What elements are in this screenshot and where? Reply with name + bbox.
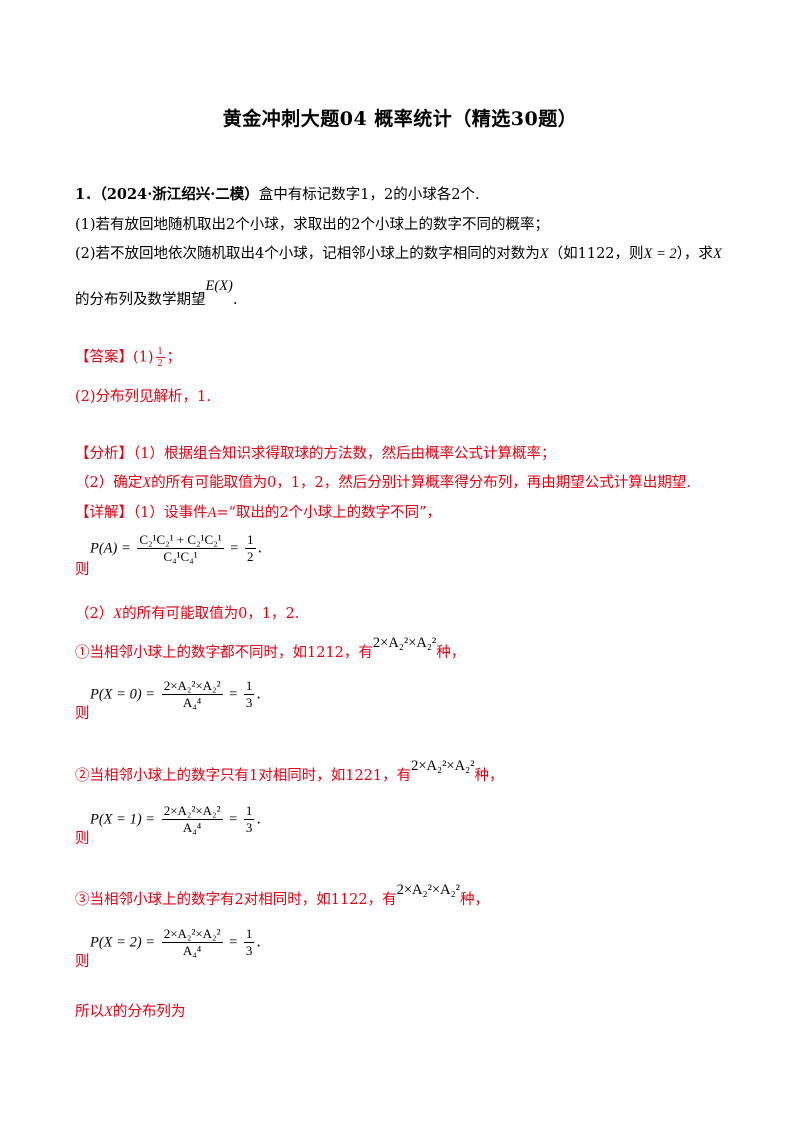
math-var-x: X bbox=[113, 606, 123, 622]
case3-end: 种， bbox=[459, 892, 489, 908]
case2-end: 种， bbox=[474, 768, 504, 784]
case1-end: 种， bbox=[436, 645, 466, 661]
numerator: 2×A₂²×A₂² bbox=[161, 678, 223, 695]
semicolon: ； bbox=[166, 349, 182, 366]
numerator: 1 bbox=[155, 346, 165, 358]
formula-lhs: P(A) = bbox=[90, 540, 131, 557]
math-var-x: X bbox=[104, 1004, 113, 1020]
then-label: 则 bbox=[75, 954, 90, 970]
detail-part2-text: 的所有可能取值为0，1，2. bbox=[122, 606, 300, 622]
formula-lhs: P(X = 1) = bbox=[90, 811, 156, 828]
math-event-a: A bbox=[207, 505, 217, 521]
analysis-line1: 【分析】（1）根据组合知识求得取球的方法数，然后由概率公式计算概率； bbox=[75, 444, 555, 464]
numerator: 1 bbox=[243, 678, 255, 695]
math-expectation: E(X) bbox=[205, 278, 233, 294]
denominator: 3 bbox=[245, 695, 253, 710]
then-label: 则 bbox=[75, 706, 90, 722]
math-var-x: X bbox=[712, 246, 722, 262]
problem-stem-line: 1．（2024·浙江绍兴·二模）盒中有标记数字1，2的小球各2个. bbox=[75, 185, 480, 205]
denominator: 3 bbox=[245, 820, 253, 835]
problem-part2-ask: ），求 bbox=[676, 246, 713, 262]
detail-label: 【详解】 bbox=[75, 505, 133, 521]
math-eq-x2: X = 2 bbox=[643, 246, 677, 262]
problem-part1: (1)若有放回地随机取出2个小球，求取出的2个小球上的数字不同的概率； bbox=[75, 217, 549, 233]
math-var-x: X bbox=[142, 475, 152, 491]
case3-line: ③当相邻小球上的数字有2对相同时，如1122，有2×A₂²×A₂²种， bbox=[75, 882, 489, 910]
case2-line: ②当相邻小球上的数字只有1对相同时，如1221，有2×A₂²×A₂²种， bbox=[75, 758, 504, 786]
detail-part2-prefix: （2） bbox=[75, 606, 114, 622]
answer-part1-prefix: (1) bbox=[133, 349, 154, 366]
period: . bbox=[257, 540, 263, 557]
then-label: 则 bbox=[75, 831, 90, 847]
problem-number: 1． bbox=[75, 186, 100, 203]
case2-expr: 2×A₂²×A₂² bbox=[411, 758, 475, 774]
denominator: C₄¹C₄¹ bbox=[163, 549, 198, 564]
case3-text: ③当相邻小球上的数字有2对相同时，如1122，有 bbox=[75, 892, 397, 908]
denominator: 3 bbox=[245, 943, 253, 958]
conclusion-line: 所以X的分布列为 bbox=[75, 1002, 185, 1022]
detail-text1: （1）设事件 bbox=[133, 505, 208, 521]
numerator: 2×A₂²×A₂² bbox=[161, 803, 223, 820]
problem-part2-expectation-text: 的分布列及数学期望 bbox=[75, 292, 206, 308]
denominator: 2 bbox=[247, 549, 254, 564]
numerator: 2×A₂²×A₂² bbox=[161, 926, 223, 943]
analysis-label: 【分析】 bbox=[75, 446, 133, 462]
answer-line2: (2)分布列见解析，1. bbox=[75, 389, 211, 405]
numerator: 1 bbox=[243, 926, 255, 943]
problem-part2-line1: (2)若不放回地依次随机取出4个小球，记相邻小球上的数字相同的对数为X（如112… bbox=[75, 244, 722, 264]
formula-lhs: P(X = 2) = bbox=[90, 934, 156, 951]
period: . bbox=[256, 811, 262, 828]
case3-expr: 2×A₂²×A₂² bbox=[396, 882, 460, 898]
denominator: A₄⁴ bbox=[182, 695, 202, 710]
case1-line: ①当相邻小球上的数字都不同时，如1212，有2×A₂²×A₂²种， bbox=[75, 635, 466, 663]
numerator: 1 bbox=[243, 803, 255, 820]
case2-text: ②当相邻小球上的数字只有1对相同时，如1221，有 bbox=[75, 768, 412, 784]
period: . bbox=[256, 686, 262, 703]
denominator: A₄⁴ bbox=[182, 943, 202, 958]
period: . bbox=[232, 292, 238, 308]
formula-lhs: P(X = 0) = bbox=[90, 686, 156, 703]
problem-stem: 盒中有标记数字1，2的小球各2个. bbox=[258, 187, 480, 203]
detail-line1: 【详解】（1）设事件A=“取出的2个小球上的数字不同”， bbox=[75, 503, 441, 523]
analysis-text1: （1）根据组合知识求得取球的方法数，然后由概率公式计算概率； bbox=[133, 446, 556, 462]
conclusion-text-a: 所以 bbox=[75, 1004, 104, 1020]
numerator: C₂¹C₂¹ + C₂¹C₂¹ bbox=[137, 532, 224, 549]
math-var-x: X bbox=[539, 246, 549, 262]
detail-text1b: =“取出的2个小球上的数字不同”， bbox=[216, 505, 442, 521]
denominator: 2 bbox=[157, 358, 163, 369]
problem-part2-text: (2)若不放回地依次随机取出4个小球，记相邻小球上的数字相同的对数为 bbox=[75, 246, 540, 262]
conclusion-text-b: 的分布列为 bbox=[112, 1004, 186, 1020]
analysis-text2b: 的所有可能取值为0，1，2，然后分别计算概率得分布列，再由期望公式计算出期望. bbox=[151, 475, 691, 491]
answer-label: 【答案】 bbox=[75, 349, 133, 366]
case1-text: ①当相邻小球上的数字都不同时，如1212，有 bbox=[75, 645, 373, 661]
case1-expr: 2×A₂²×A₂² bbox=[372, 635, 437, 651]
page-title: 黄金冲刺大题04 概率统计（精选30题） bbox=[222, 108, 578, 130]
problem-part2-example: （如1122，则 bbox=[548, 246, 644, 262]
analysis-line2: （2）确定X的所有可能取值为0，1，2，然后分别计算概率得分布列，再由期望公式计… bbox=[75, 473, 691, 493]
denominator: A₄⁴ bbox=[182, 820, 202, 835]
period: . bbox=[256, 934, 262, 951]
problem-part2-line2: 的分布列及数学期望E(X). bbox=[75, 278, 238, 310]
problem-source: （2024·浙江绍兴·二模） bbox=[99, 186, 259, 203]
then-label: 则 bbox=[75, 562, 90, 578]
detail-part2-line: （2）X的所有可能取值为0，1，2. bbox=[75, 604, 299, 624]
analysis-text2a: （2）确定 bbox=[75, 475, 143, 491]
numerator: 1 bbox=[245, 532, 256, 549]
